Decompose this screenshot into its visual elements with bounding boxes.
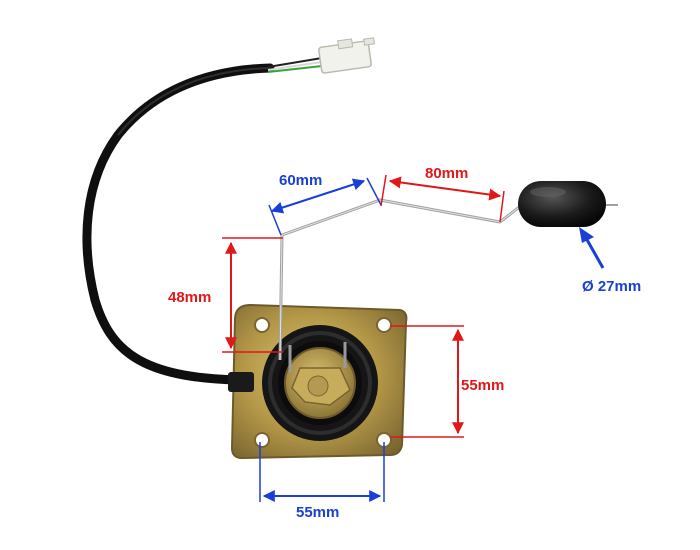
plate-height-label: 55mm [461,377,505,394]
dimension-line-80mm [380,174,505,223]
plate-width-label: 55mm [296,504,340,521]
arm-horizontal-label: 60mm [279,172,323,189]
dimension-line-48mm [222,237,283,353]
dimension-line-55mm-vertical [390,325,464,438]
float [518,181,618,227]
cable [82,57,323,385]
float-arm [278,198,523,361]
arm-end-label: 80mm [425,165,469,182]
arm-vertical-label: 48mm [168,289,212,306]
sensor-cap [284,342,356,419]
float-diameter-label: Ø 27mm [582,278,642,295]
dimension-line-60mm [268,177,382,236]
connector-plug [318,37,376,74]
diameter-arrow [579,227,605,269]
dimension-line-55mm-horizontal [259,442,385,502]
